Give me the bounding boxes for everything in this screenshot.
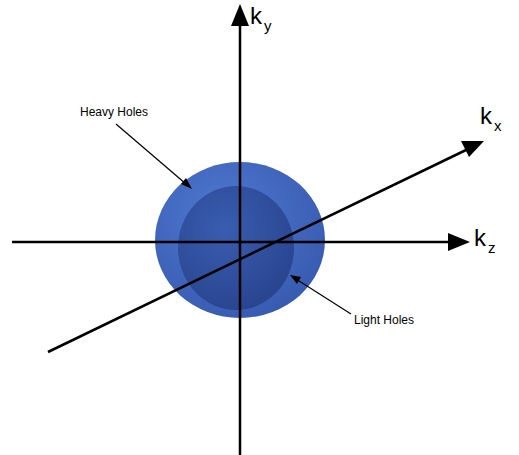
axis-subscript: z — [488, 239, 496, 256]
kx-axis — [48, 150, 466, 352]
leader-line — [296, 279, 351, 314]
leader-line — [116, 124, 186, 184]
callout-label: Heavy Holes — [80, 105, 148, 119]
arrowhead — [461, 141, 484, 157]
kz-axis — [12, 241, 452, 244]
arrowhead — [181, 178, 192, 189]
arrowhead — [448, 233, 470, 251]
arrowhead — [231, 4, 249, 26]
axis-subscript: x — [494, 117, 502, 134]
callout-label: Light Holes — [354, 313, 414, 327]
axis-subscript: y — [264, 17, 272, 34]
light-hole-surface — [178, 186, 294, 310]
ky-axis — [239, 22, 242, 455]
arrowhead — [290, 275, 301, 284]
axis-label: k — [480, 102, 492, 130]
axis-label: k — [474, 224, 486, 252]
axis-label: k — [250, 2, 262, 30]
